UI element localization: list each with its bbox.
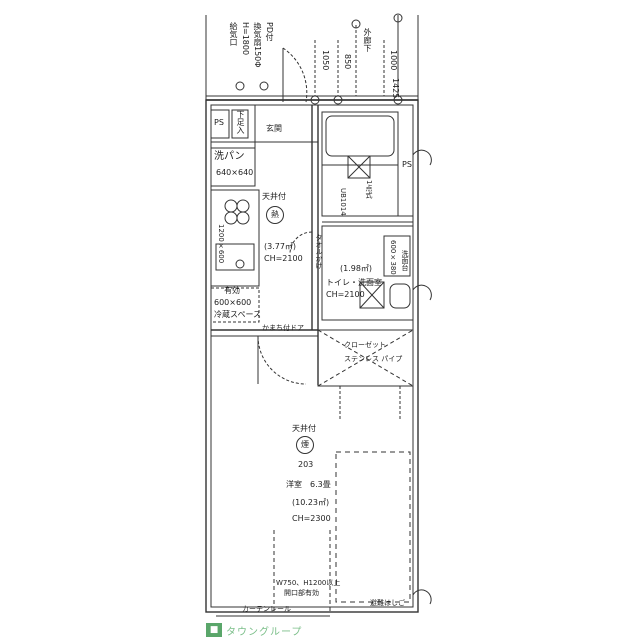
vent-fan: 換気扇150Φ: [253, 22, 262, 68]
valid-label: 有効: [224, 286, 240, 295]
fridge-space: [210, 287, 260, 323]
vent-pd: PD付: [265, 22, 274, 41]
heat-mark: 熱: [266, 206, 284, 224]
dim-1000: 1000: [389, 50, 398, 71]
dim-1425: 1425: [391, 78, 400, 99]
bathtub: [321, 111, 399, 217]
curtain-label: カーテンレール: [242, 605, 291, 613]
logo-text: タウングループ: [226, 626, 303, 638]
smoke-mark: 煙: [296, 436, 314, 454]
washer-pan: [210, 147, 256, 187]
shoebox-label: 下足入: [236, 110, 245, 134]
brand-logo: ■ タウングループ: [206, 622, 302, 638]
evac-label: 避難はしご: [370, 599, 405, 607]
opening-label-2: 開口部有効: [284, 589, 319, 597]
ceiling-heat-label: 天井付: [262, 192, 286, 201]
ps-top-label: PS: [214, 118, 224, 127]
toilet-area: (1.98㎡): [340, 264, 373, 273]
dim-850: 850: [343, 54, 352, 70]
shoebox: [231, 109, 249, 139]
sink-size: 1200×600: [217, 224, 225, 264]
room-number: 203: [298, 460, 314, 469]
room-area: (10.23㎡): [292, 498, 330, 507]
corridor-label: 外廊下: [363, 28, 372, 52]
towel-label: タオルかけ: [315, 234, 323, 269]
opening-label: W750、H1200以上: [276, 579, 341, 587]
washer-label: 洗パン: [214, 151, 245, 162]
valid-size: 600×600: [214, 298, 252, 307]
ps-box: [210, 109, 230, 139]
vent-height: H=1800: [241, 22, 250, 56]
kitchen-area: (3.77㎡): [264, 242, 297, 251]
closet-label: クローゼット: [344, 341, 386, 349]
logo-icon: ■: [206, 623, 222, 637]
basin-label: 洗面台: [401, 250, 409, 271]
closet: [317, 329, 414, 387]
entrance-label: 玄関: [266, 124, 282, 133]
kitchen-counter: [210, 189, 260, 287]
vent-label: 給気口: [229, 22, 238, 46]
basin-size: 600×380: [389, 240, 397, 275]
toilet-label: トイレ・洗面室: [326, 278, 382, 287]
dim-1050: 1050: [321, 50, 330, 71]
toilet-room: [321, 225, 414, 321]
ceiling-smoke-label: 天井付: [292, 424, 316, 433]
toilet-ch: CH=2100: [326, 290, 365, 299]
room-label: 洋室 6.3畳: [286, 480, 331, 489]
bath-door-label: かまち付ドア: [262, 324, 304, 332]
ps-right-label: PS: [402, 160, 412, 169]
room-ch: CH=2300: [292, 514, 331, 523]
ub-sub: 1点式: [365, 180, 373, 199]
washer-size: 640×640: [216, 168, 254, 177]
fridge-label: 冷蔵スペース: [214, 310, 262, 319]
kitchen-ch: CH=2100: [264, 254, 303, 263]
ub-label: UB1014: [339, 188, 347, 216]
pipe-label: ステンレス パイプ: [344, 355, 403, 363]
